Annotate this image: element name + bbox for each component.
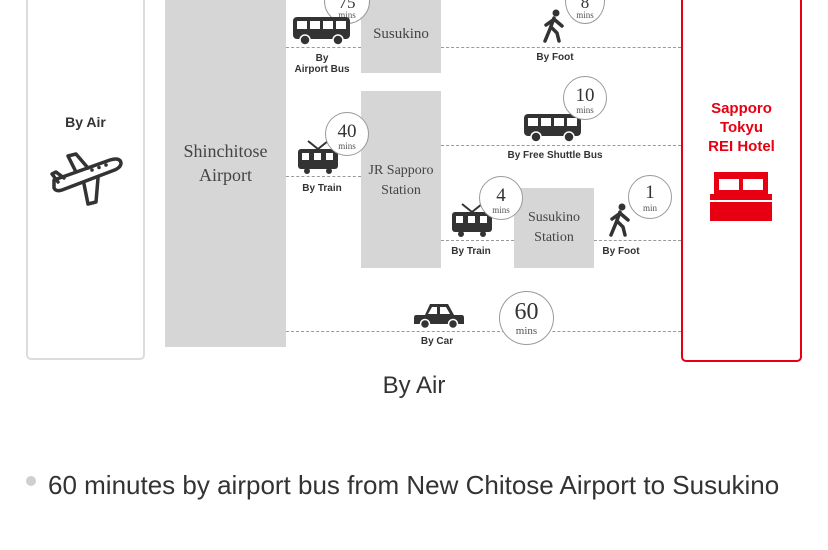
car-unit: mins	[515, 325, 538, 337]
airport-block	[165, 0, 286, 347]
route-line-foot-top	[441, 47, 681, 48]
jr-sapporo-block	[361, 91, 441, 268]
diagram-caption: By Air	[382, 372, 446, 399]
foot-top-unit: mins	[576, 10, 594, 20]
jr-sapporo-label-line-1: JR Sapporo	[368, 163, 434, 178]
shuttle-label: By Free Shuttle Bus	[507, 150, 603, 161]
bus-icon	[293, 17, 350, 46]
foot-1-time-badge: 1 min	[628, 175, 672, 219]
train-40-time: 40	[337, 121, 357, 142]
airport-bus-unit: mins	[338, 10, 356, 20]
train-icon	[298, 140, 338, 174]
foot-1-time: 1	[645, 182, 655, 203]
car-time: 60	[514, 299, 539, 325]
susukino-top-block	[361, 0, 441, 73]
susukino-station-label: Susukino Station	[514, 208, 594, 248]
hotel-name-line-1: Sapporo	[711, 100, 772, 117]
route-line-car	[286, 331, 681, 332]
foot-1-unit: min	[642, 203, 657, 213]
train-icon-2	[452, 203, 492, 237]
train-4-time-badge: 4 mins	[479, 176, 523, 220]
shuttle-time-badge: 10 mins	[563, 76, 607, 120]
route-line-foot-1	[594, 240, 681, 241]
airport-bus-time: 75	[338, 0, 356, 12]
hotel-name-line-3: REI Hotel	[708, 138, 775, 155]
airport-label-line-1: Shinchitose	[183, 141, 268, 161]
bullet-item: 60 minutes by airport bus from New Chito…	[48, 470, 780, 500]
car-time-badge: 60 mins	[499, 291, 554, 345]
shuttle-bus-icon	[524, 114, 581, 143]
jr-sapporo-label-line-2: Station	[381, 183, 421, 198]
train-40-label: By Train	[302, 183, 342, 194]
susukino-top-label: Susukino	[373, 26, 429, 42]
train-40-unit: mins	[338, 141, 356, 151]
susukino-station-label-line-2: Station	[534, 230, 574, 245]
shuttle-time: 10	[575, 85, 595, 106]
susukino-station-label-line-1: Susukino	[527, 210, 581, 225]
bed-icon	[710, 172, 772, 221]
airport-label-line-2: Airport	[199, 165, 252, 185]
hotel-name: Sapporo Tokyu REI Hotel	[681, 99, 802, 156]
train-4-label: By Train	[451, 246, 491, 257]
foot-top-time-badge: 8 mins	[565, 0, 605, 24]
walking-person-icon	[543, 9, 564, 43]
airport-bus-label: By Airport Bus	[280, 53, 364, 75]
by-air-panel-label: By Air	[65, 114, 106, 130]
train-40-time-badge: 40 mins	[325, 112, 369, 156]
shuttle-unit: mins	[576, 105, 594, 115]
airplane-icon	[50, 152, 123, 206]
train-4-time: 4	[496, 185, 506, 206]
car-label: By Car	[420, 336, 454, 347]
airport-bus-label-line-1: By	[315, 53, 329, 64]
airport-label: Shinchitose Airport	[165, 139, 286, 187]
foot-top-time: 8	[580, 0, 590, 12]
susukino-station-block	[514, 188, 594, 268]
hotel-name-line-2: Tokyu	[719, 119, 764, 136]
foot-top-label: By Foot	[536, 52, 574, 63]
route-line-airport-bus	[286, 47, 361, 48]
foot-1-label: By Foot	[602, 246, 640, 257]
train-4-unit: mins	[492, 205, 510, 215]
route-line-train-4	[441, 240, 514, 241]
airport-bus-label-line-2: Airport Bus	[294, 64, 350, 75]
jr-sapporo-label: JR Sapporo Station	[361, 161, 441, 201]
bullet-dot	[26, 476, 36, 486]
route-line-train-40	[286, 176, 361, 177]
walking-person-icon-2	[609, 203, 630, 237]
car-icon	[414, 304, 464, 329]
route-line-shuttle	[441, 145, 681, 146]
